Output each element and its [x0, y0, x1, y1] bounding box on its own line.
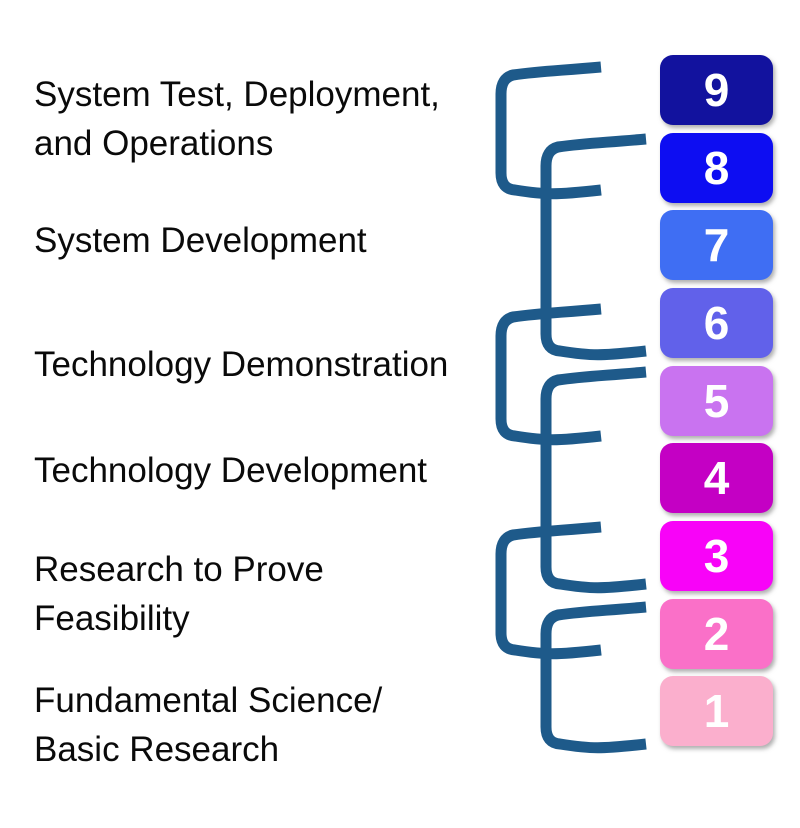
trl-box-number: 1 [703, 685, 730, 737]
trl-box-3: 3 [660, 521, 773, 591]
phase-label-line: Research to Prove [34, 550, 324, 589]
phase-label-system-test-deployment-operations: System Test, Deployment, and Operations [34, 70, 514, 168]
trl-box-9: 9 [660, 55, 773, 125]
phase-label-line: and Operations [34, 124, 274, 163]
phase-label-fundamental-science-basic-research: Fundamental Science/ Basic Research [34, 676, 514, 774]
trl-box-4: 4 [660, 443, 773, 513]
trl-box-number: 7 [703, 219, 730, 271]
bracket-levels-5-3 [540, 366, 647, 594]
phase-label-line: Technology Development [34, 451, 428, 490]
trl-box-5: 5 [660, 366, 773, 436]
trl-box-8: 8 [660, 133, 773, 203]
phase-label-line: System Development [34, 221, 367, 260]
trl-box-number: 3 [703, 530, 730, 582]
trl-box-number: 9 [703, 64, 730, 116]
trl-box-number: 4 [703, 452, 730, 504]
trl-box-1: 1 [660, 676, 773, 746]
phase-label-line: Basic Research [34, 730, 280, 769]
phase-label-technology-development: Technology Development [34, 446, 514, 495]
phase-label-line: Technology Demonstration [34, 345, 449, 384]
phase-label-system-development: System Development [34, 216, 514, 265]
phase-label-technology-demonstration: Technology Demonstration [34, 340, 514, 389]
bracket-levels-2-1 [540, 601, 647, 754]
trl-box-6: 6 [660, 288, 773, 358]
bracket-levels-8-6 [540, 133, 647, 361]
trl-box-2: 2 [660, 599, 773, 669]
trl-box-number: 6 [703, 297, 730, 349]
trl-box-number: 2 [703, 608, 730, 660]
phase-label-line: Fundamental Science/ [34, 681, 383, 720]
phase-label-line: Feasibility [34, 599, 190, 638]
trl-box-7: 7 [660, 210, 773, 280]
trl-box-number: 5 [703, 375, 730, 427]
phase-label-research-to-prove-feasibility: Research to Prove Feasibility [34, 545, 514, 643]
phase-label-line: System Test, Deployment, [34, 75, 440, 114]
trl-box-number: 8 [703, 142, 730, 194]
